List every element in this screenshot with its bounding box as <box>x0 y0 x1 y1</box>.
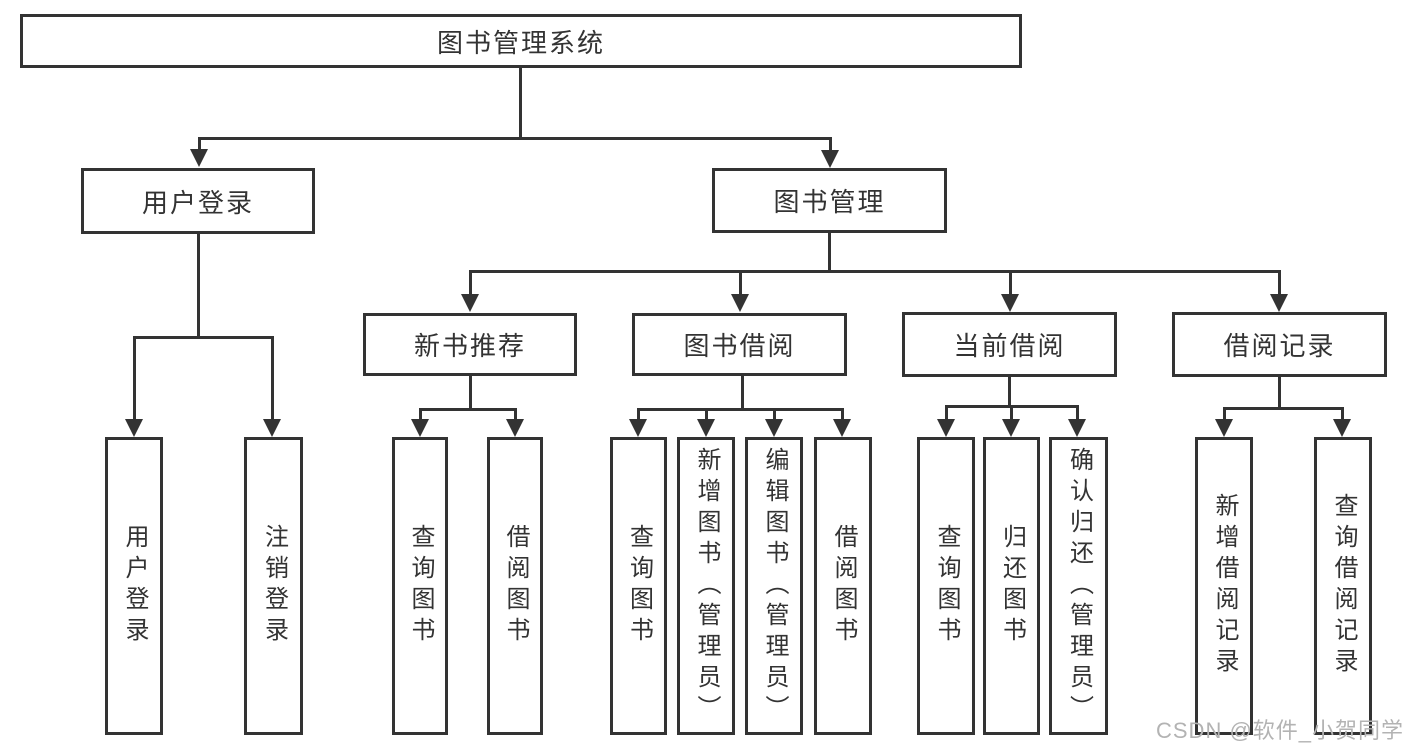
node-leaf-logout: 注销登录 <box>244 437 303 735</box>
node-leaf-borrow-books-borrowing-label: 借阅图书 <box>830 524 857 648</box>
node-leaf-add-borrow-record: 新增借阅记录 <box>1195 437 1253 735</box>
node-leaf-return-book: 归还图书 <box>983 437 1040 735</box>
arrowhead-down-icon <box>1002 419 1020 437</box>
arrowhead-down-icon <box>821 150 839 168</box>
connector-line <box>470 270 1280 273</box>
arrowhead-down-icon <box>190 149 208 167</box>
node-leaf-query-books-borrowing-label: 查询图书 <box>625 524 653 648</box>
arrowhead-down-icon <box>461 294 479 312</box>
connector-line <box>705 408 708 421</box>
node-leaf-query-books-current: 查询图书 <box>917 437 975 735</box>
node-leaf-add-book-admin-label: 新增图书（管理员） <box>693 446 720 726</box>
arrowhead-down-icon <box>697 419 715 437</box>
node-leaf-edit-book-admin: 编辑图书（管理员） <box>745 437 803 735</box>
node-leaf-query-books-recommend: 查询图书 <box>392 437 448 735</box>
node-root-label: 图书管理系统 <box>436 27 605 58</box>
node-book-borrowing-label: 图书借阅 <box>683 331 796 361</box>
arrowhead-down-icon <box>1270 294 1288 312</box>
node-borrow-records: 借阅记录 <box>1172 312 1387 377</box>
connector-line <box>133 336 136 420</box>
connector-line <box>637 408 640 421</box>
node-leaf-query-books-current-label: 查询图书 <box>933 524 960 648</box>
connector-line <box>197 234 200 336</box>
node-leaf-borrow-books-borrowing: 借阅图书 <box>814 437 872 735</box>
node-book-management: 图书管理 <box>712 168 947 233</box>
node-book-borrowing: 图书借阅 <box>632 313 847 376</box>
node-current-borrowing: 当前借阅 <box>902 312 1117 377</box>
node-leaf-query-borrow-record: 查询借阅记录 <box>1314 437 1372 735</box>
node-leaf-query-books-borrowing: 查询图书 <box>610 437 667 735</box>
connector-line <box>1223 407 1226 421</box>
arrowhead-down-icon <box>765 419 783 437</box>
connector-line <box>198 137 201 151</box>
connector-line <box>773 408 776 421</box>
connector-line <box>828 233 831 270</box>
connector-line <box>514 408 517 421</box>
node-user-login: 用户登录 <box>81 168 315 234</box>
node-leaf-add-book-admin: 新增图书（管理员） <box>677 437 735 735</box>
connector-line <box>1076 405 1079 421</box>
connector-line <box>469 270 472 296</box>
node-leaf-add-borrow-record-label: 新增借阅记录 <box>1211 493 1238 679</box>
node-leaf-query-books-recommend-label: 查询图书 <box>407 524 434 648</box>
node-new-book-recommend-label: 新书推荐 <box>413 331 526 361</box>
connector-line <box>945 405 948 421</box>
arrowhead-down-icon <box>1068 419 1086 437</box>
connector-line <box>1341 407 1344 421</box>
node-leaf-query-borrow-record-label: 查询借阅记录 <box>1330 493 1357 679</box>
connector-line <box>841 408 844 421</box>
connector-line <box>829 137 832 151</box>
arrowhead-down-icon <box>629 419 647 437</box>
node-leaf-logout-label: 注销登录 <box>260 524 288 648</box>
arrowhead-down-icon <box>833 419 851 437</box>
node-leaf-user-login-label: 用户登录 <box>121 524 148 648</box>
node-leaf-borrow-books-recommend-label: 借阅图书 <box>502 524 529 648</box>
node-leaf-user-login: 用户登录 <box>105 437 163 735</box>
arrowhead-down-icon <box>1333 419 1351 437</box>
connector-line <box>1010 405 1013 421</box>
arrowhead-down-icon <box>411 419 429 437</box>
connector-line <box>1223 407 1343 410</box>
node-user-login-label: 用户登录 <box>141 187 254 218</box>
node-leaf-confirm-return-admin-label: 确认归还（管理员） <box>1065 446 1093 726</box>
connector-line <box>419 408 422 421</box>
arrowhead-down-icon <box>731 294 749 312</box>
connector-line <box>1008 377 1011 405</box>
connector-line <box>199 137 831 140</box>
connector-line <box>739 270 742 296</box>
node-current-borrowing-label: 当前借阅 <box>953 331 1066 361</box>
node-root: 图书管理系统 <box>20 14 1022 68</box>
arrowhead-down-icon <box>125 419 143 437</box>
node-leaf-confirm-return-admin: 确认归还（管理员） <box>1049 437 1108 735</box>
connector-line <box>1278 270 1281 296</box>
node-book-management-label: 图书管理 <box>773 187 886 217</box>
arrowhead-down-icon <box>1001 294 1019 312</box>
node-borrow-records-label: 借阅记录 <box>1223 331 1336 361</box>
connector-line <box>1009 270 1012 296</box>
node-leaf-edit-book-admin-label: 编辑图书（管理员） <box>761 446 788 726</box>
node-leaf-borrow-books-recommend: 借阅图书 <box>487 437 543 735</box>
arrowhead-down-icon <box>506 419 524 437</box>
node-new-book-recommend: 新书推荐 <box>363 313 577 376</box>
connector-line <box>469 376 472 408</box>
connector-line <box>741 376 744 408</box>
connector-line <box>519 68 522 137</box>
arrowhead-down-icon <box>263 419 281 437</box>
connector-line <box>1278 377 1281 407</box>
node-leaf-return-book-label: 归还图书 <box>998 524 1026 648</box>
arrowhead-down-icon <box>1215 419 1233 437</box>
arrowhead-down-icon <box>937 419 955 437</box>
csdn-watermark: CSDN @软件_小贺同学 <box>1156 718 1405 743</box>
connector-line <box>271 336 274 420</box>
connector-line <box>637 408 844 411</box>
connector-line <box>419 408 517 411</box>
connector-line <box>133 336 274 339</box>
